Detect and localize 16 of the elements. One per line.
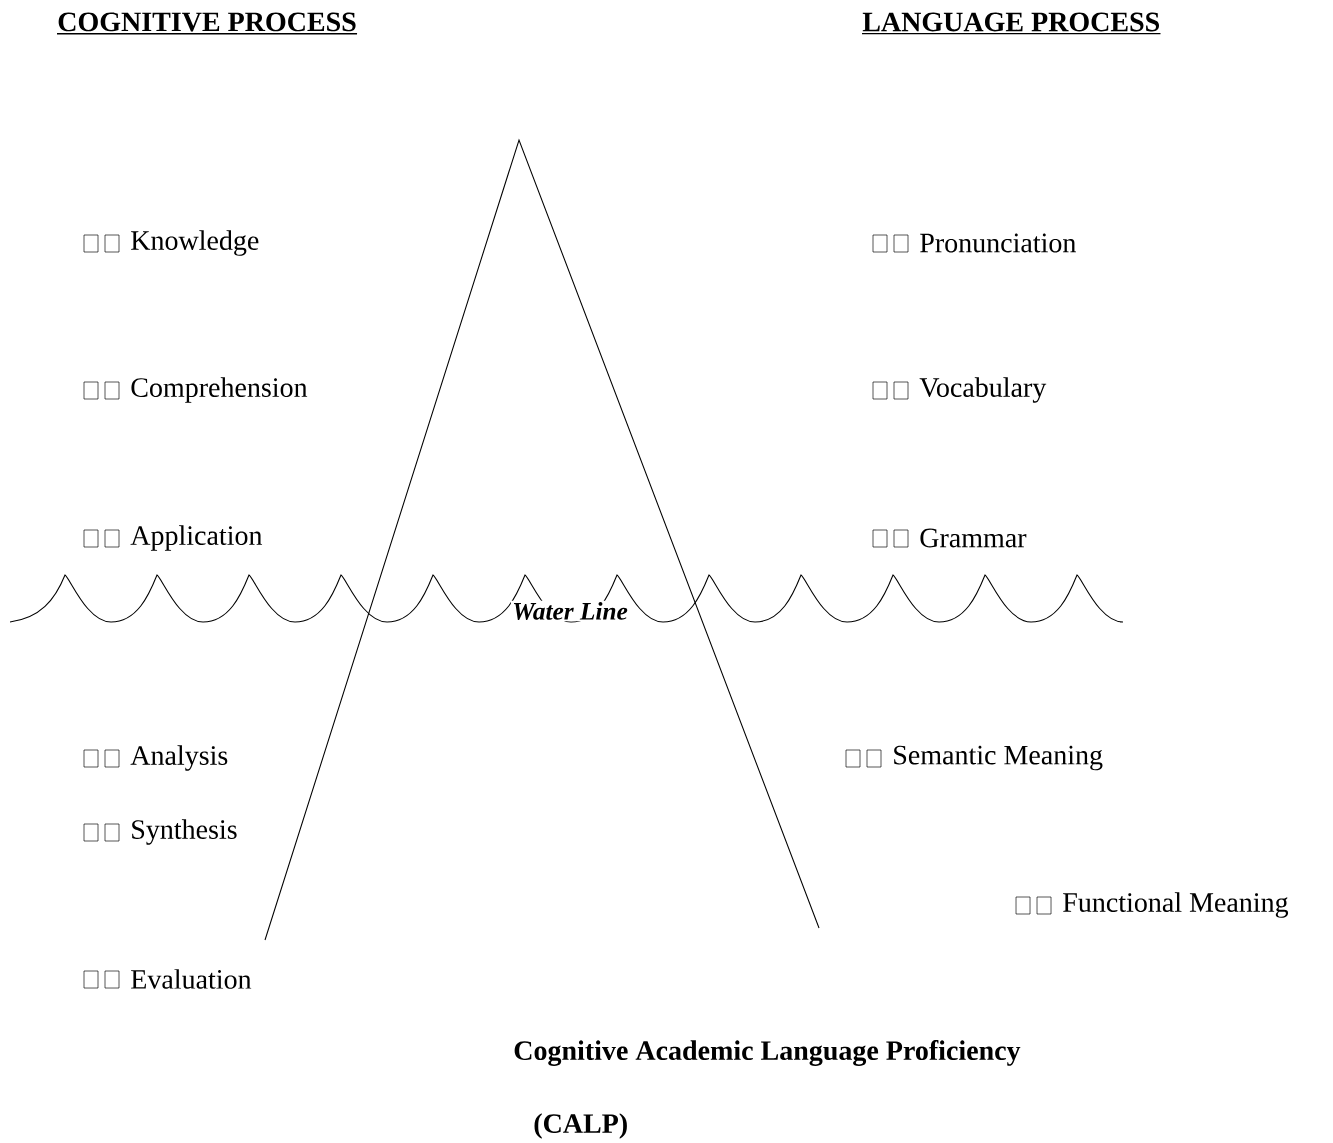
list-item: Semantic Meaning xyxy=(894,745,1103,771)
list-item: Application xyxy=(130,525,263,551)
list-item: Functional Meaning xyxy=(1063,892,1289,918)
list-item: Synthesis xyxy=(132,819,237,845)
heading: LANGUAGE PROCESS xyxy=(862,12,1159,32)
list-item: Evaluation xyxy=(131,969,252,989)
water-line-label: Water Line xyxy=(510,600,630,622)
heading: COGNITIVE PROCESS xyxy=(58,12,356,32)
list-item: Pronunciation xyxy=(920,233,1076,253)
list-item: Grammar xyxy=(920,528,1027,548)
list-item: Vocabulary xyxy=(919,377,1047,403)
caption: Cognitive Academic Language Proficiency xyxy=(514,1040,1021,1066)
list-item: Comprehension xyxy=(131,377,308,403)
list-item: Analysis xyxy=(130,745,228,771)
caption: (CALP) xyxy=(534,1113,627,1139)
list-item: Knowledge xyxy=(131,230,259,256)
